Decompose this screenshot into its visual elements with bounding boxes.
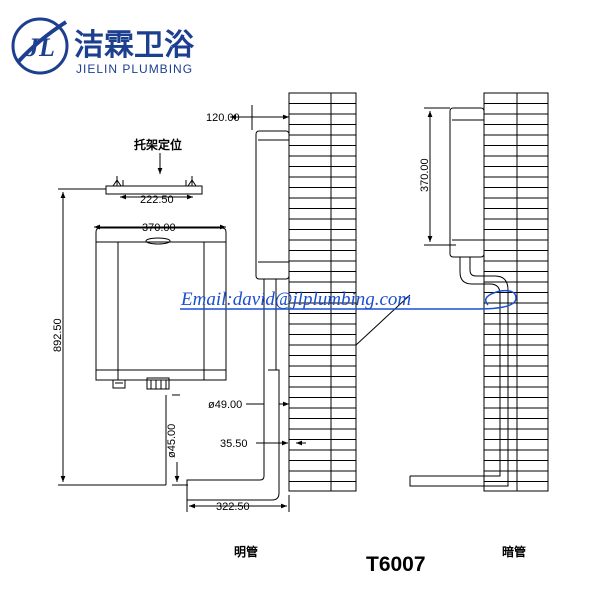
exposed-flush-pipe xyxy=(186,279,280,501)
exposed-view: 120.00 ø49.00 35.50 322.50 xyxy=(186,92,357,513)
tank-outlets xyxy=(112,377,170,390)
wall-gap-dim: 35.50 xyxy=(220,438,248,450)
bracket-width-dim: 222.50 xyxy=(140,194,174,206)
tank-body xyxy=(95,227,227,381)
wall-left xyxy=(288,92,357,492)
tank-side-exposed xyxy=(255,130,290,280)
bracket xyxy=(105,176,203,195)
model-number: T6007 xyxy=(366,553,426,576)
brand-name-cn: 洁霖卫浴 xyxy=(74,28,195,63)
concealed-view: 370.00 xyxy=(409,92,549,492)
tank-side-concealed xyxy=(449,107,485,258)
outlet-depth-dim: 322.50 xyxy=(216,501,250,513)
total-height-dim: 892.50 xyxy=(52,318,64,352)
logo-swoosh xyxy=(16,20,68,64)
logo-ring xyxy=(11,17,69,75)
tank-height-dim: 370.00 xyxy=(419,158,431,192)
outlet-diameter-dim: ø45.00 xyxy=(166,424,178,458)
exposed-caption: 明管 xyxy=(234,544,258,559)
brand-logo: JL 洁霖卫浴 JIELIN PLUMBING xyxy=(11,17,195,76)
email-text: Email:david@jlplumbing.com xyxy=(180,289,411,310)
concealed-caption: 暗管 xyxy=(502,544,526,559)
email-underline xyxy=(180,289,517,310)
logo-letters: JL xyxy=(25,33,55,62)
top-offset-dim: 120.00 xyxy=(206,112,240,124)
concealed-flush-pipe xyxy=(409,257,509,487)
bracket-label: 托架定位 xyxy=(134,137,182,152)
brand-name-en: JIELIN PLUMBING xyxy=(76,62,193,76)
email-watermark: Email:david@jlplumbing.com xyxy=(180,289,517,310)
pipe-diameter-dim: ø49.00 xyxy=(208,399,242,411)
wall-leader-line xyxy=(355,294,411,346)
wall-right xyxy=(483,92,549,492)
front-view: 托架定位 222.50 370.00 xyxy=(52,137,227,486)
